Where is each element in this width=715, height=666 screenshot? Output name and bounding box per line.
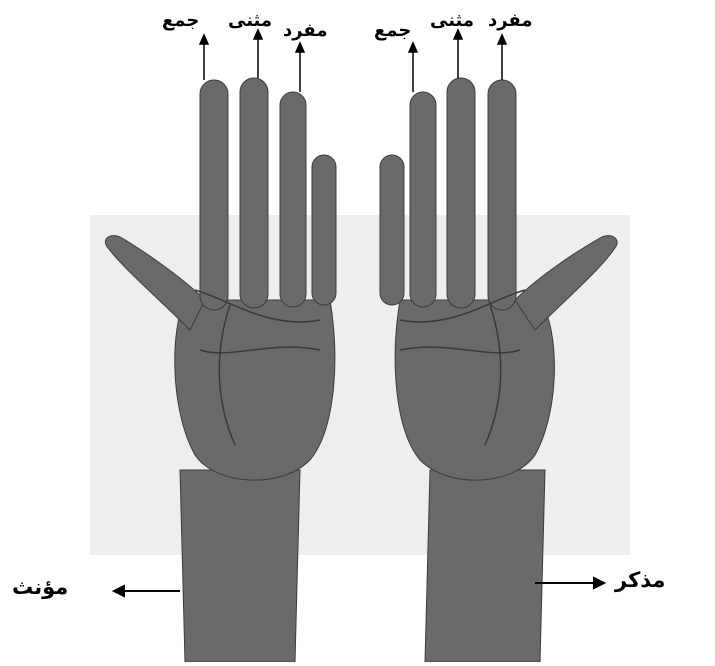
right-forearm (425, 470, 545, 662)
left-plural-label: جمع (162, 10, 199, 31)
masculine-label: مذكر (615, 568, 665, 592)
right-plural-label: جمع (374, 20, 411, 41)
right-palm (395, 300, 554, 480)
right-middle-finger (447, 78, 475, 308)
left-palm (175, 300, 335, 480)
right-ring-finger (410, 92, 436, 307)
feminine-label: مؤنث (12, 575, 68, 599)
left-middle-finger (240, 78, 268, 308)
left-singular-label: مفرد (283, 20, 328, 41)
right-index-finger (488, 80, 516, 310)
left-dual-label: مثنى (228, 10, 272, 31)
left-little-finger (312, 155, 336, 305)
left-index-finger (200, 80, 228, 310)
right-dual-label: مثنى (430, 10, 474, 31)
right-little-finger (380, 155, 404, 305)
left-ring-finger (280, 92, 306, 307)
right-singular-label: مفرد (488, 10, 533, 31)
left-forearm (180, 470, 300, 662)
